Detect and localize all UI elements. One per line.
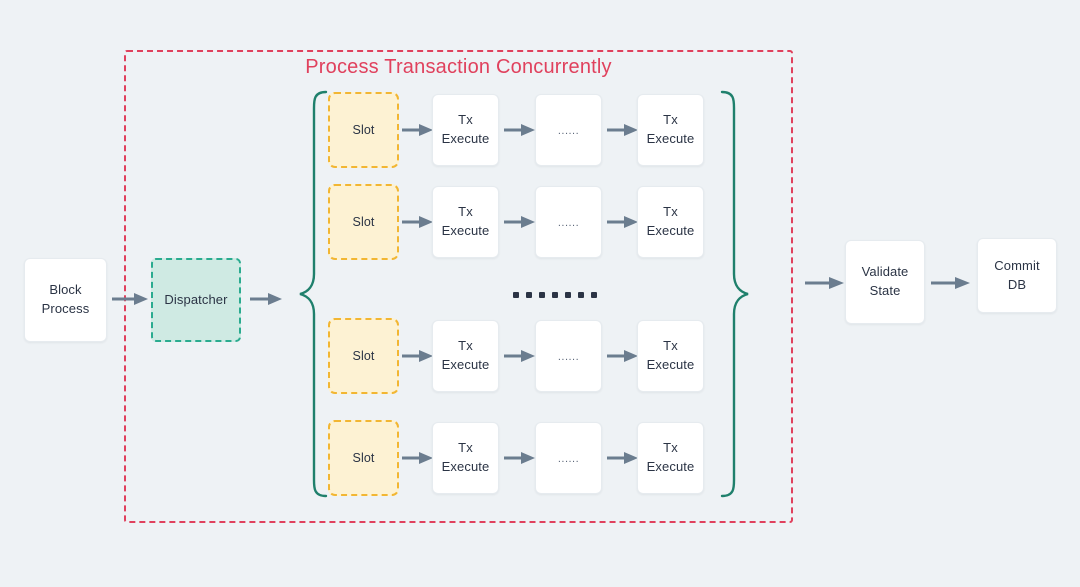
lane-3-ellipsis-box[interactable]: ......: [535, 320, 602, 392]
dispatcher-label: Dispatcher: [164, 291, 228, 307]
lane-4-tx-line2: Execute: [441, 459, 490, 474]
lane-1-ellipsis-box[interactable]: ......: [535, 94, 602, 166]
lane-2-inline-ellipsis: ......: [557, 217, 580, 230]
lane-3-slot[interactable]: Slot: [328, 318, 399, 394]
arrow-validate-to-commit: [931, 277, 970, 289]
validate-state-line2: State: [869, 283, 901, 298]
left-curly-brace: [299, 90, 328, 498]
lane-1-tx-execute-first[interactable]: Tx Execute: [432, 94, 499, 166]
block-process-label-line1: Block: [49, 282, 82, 298]
lane-3-tx-last-line2: Execute: [646, 357, 695, 372]
lane-1-tx-last-line1: Tx: [663, 112, 678, 128]
lane-2-ellipsis-box[interactable]: ......: [535, 186, 602, 258]
validate-state-node[interactable]: Validate State: [845, 240, 925, 324]
commit-db-line1: Commit: [994, 257, 1040, 273]
lane-4-slot[interactable]: Slot: [328, 420, 399, 496]
commit-db-line2: DB: [1007, 276, 1027, 292]
lane-2-arrow-1: [402, 216, 433, 228]
lane-3-tx-execute-first[interactable]: Tx Execute: [432, 320, 499, 392]
lane-3-tx-line2: Execute: [441, 357, 490, 372]
lane-4-tx-last-line2: Execute: [646, 459, 695, 474]
lane-4-tx-execute-last[interactable]: Tx Execute: [637, 422, 704, 494]
validate-state-line1: Validate: [861, 264, 909, 280]
lane-3-tx-execute-last[interactable]: Tx Execute: [637, 320, 704, 392]
lane-1-arrow-2: [504, 124, 535, 136]
block-process-node[interactable]: Block Process: [24, 258, 107, 342]
lane-3-tx-last-line1: Tx: [663, 338, 678, 354]
block-process-label-line2: Process: [41, 301, 90, 316]
lanes-vertical-ellipsis: [513, 292, 597, 298]
lane-3-tx-line1: Tx: [458, 338, 473, 354]
lane-1-arrow-3: [607, 124, 638, 136]
region-title: Process Transaction Concurrently: [305, 56, 612, 78]
lane-4-inline-ellipsis: ......: [557, 453, 580, 466]
concurrent-region-boundary: [124, 50, 793, 523]
lane-4-ellipsis-box[interactable]: ......: [535, 422, 602, 494]
arrow-block-to-dispatcher: [112, 293, 148, 305]
lane-2-tx-line1: Tx: [458, 204, 473, 220]
lane-2-tx-last-line2: Execute: [646, 223, 695, 238]
lane-1-tx-execute-last[interactable]: Tx Execute: [637, 94, 704, 166]
arrow-dispatcher-to-lanes: [250, 293, 282, 305]
lane-1-slot-label: Slot: [352, 122, 375, 137]
lane-1-arrow-1: [402, 124, 433, 136]
lane-2-arrow-3: [607, 216, 638, 228]
lane-3-inline-ellipsis: ......: [557, 351, 580, 364]
lane-4-tx-last-line1: Tx: [663, 440, 678, 456]
lane-1-slot[interactable]: Slot: [328, 92, 399, 168]
lane-2-tx-execute-first[interactable]: Tx Execute: [432, 186, 499, 258]
lane-2-tx-line2: Execute: [441, 223, 490, 238]
right-curly-brace: [720, 90, 749, 498]
lane-2-tx-last-line1: Tx: [663, 204, 678, 220]
dispatcher-node[interactable]: Dispatcher: [151, 258, 241, 342]
lane-3-arrow-1: [402, 350, 433, 362]
lane-4-arrow-2: [504, 452, 535, 464]
lane-3-arrow-2: [504, 350, 535, 362]
lane-4-arrow-3: [607, 452, 638, 464]
lane-1-tx-line1: Tx: [458, 112, 473, 128]
lane-1-tx-last-line2: Execute: [646, 131, 695, 146]
arrow-lanes-to-validate: [805, 277, 844, 289]
lane-4-tx-execute-first[interactable]: Tx Execute: [432, 422, 499, 494]
lane-2-slot-label: Slot: [352, 214, 375, 229]
lane-4-slot-label: Slot: [352, 450, 375, 465]
lane-1-tx-line2: Execute: [441, 131, 490, 146]
lane-4-tx-line1: Tx: [458, 440, 473, 456]
lane-1-inline-ellipsis: ......: [557, 125, 580, 138]
commit-db-node[interactable]: Commit DB: [977, 238, 1057, 313]
lane-3-arrow-3: [607, 350, 638, 362]
lane-3-slot-label: Slot: [352, 348, 375, 363]
lane-2-slot[interactable]: Slot: [328, 184, 399, 260]
lane-4-arrow-1: [402, 452, 433, 464]
lane-2-tx-execute-last[interactable]: Tx Execute: [637, 186, 704, 258]
lane-2-arrow-2: [504, 216, 535, 228]
